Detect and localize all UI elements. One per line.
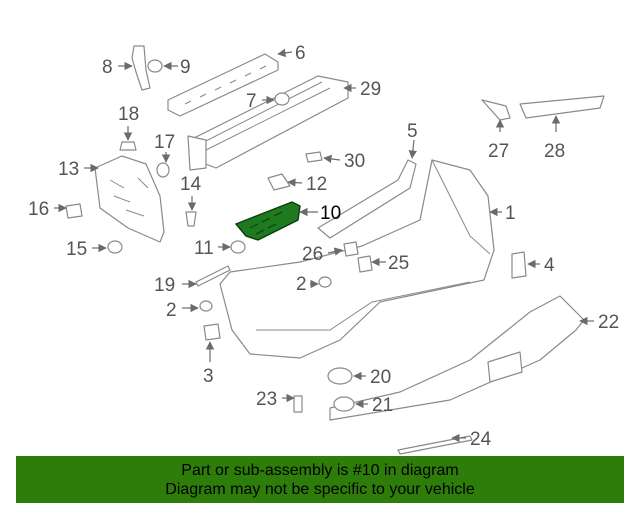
- part-7-bolt: [274, 92, 290, 106]
- part-14-push-pin: [185, 211, 197, 227]
- part-12-bracket: [267, 173, 291, 191]
- callout-5[interactable]: 5: [407, 121, 418, 142]
- part-info-banner: Part or sub-assembly is #10 in diagram D…: [16, 456, 624, 503]
- part-20-grommet: [327, 367, 353, 385]
- callout-11[interactable]: 11: [194, 238, 214, 259]
- part-1-bumper-cover: [219, 159, 495, 359]
- part-17-clip: [156, 162, 170, 178]
- callout-27[interactable]: 27: [488, 141, 509, 162]
- part-6-absorber: [167, 53, 279, 117]
- callout-26[interactable]: 26: [302, 244, 323, 265]
- callout-4[interactable]: 4: [544, 255, 555, 276]
- callout-19[interactable]: 19: [154, 275, 175, 296]
- callout-8[interactable]: 8: [102, 57, 113, 78]
- callout-15[interactable]: 15: [66, 239, 87, 260]
- callout-23[interactable]: 23: [256, 389, 277, 410]
- part-10-guide-bracket[interactable]: [234, 201, 301, 241]
- part-9-clip: [147, 59, 163, 73]
- callout-14[interactable]: 14: [180, 174, 202, 195]
- part-19-strip: [195, 265, 231, 287]
- callout-13[interactable]: 13: [58, 159, 79, 180]
- callout-17[interactable]: 17: [154, 132, 175, 153]
- callout-18[interactable]: 18: [118, 104, 139, 125]
- callout-labels: 1 2 2 3 4 5 6 7 8 9 10 11 12 13 14 15 16…: [28, 43, 619, 450]
- callout-6[interactable]: 6: [295, 43, 306, 64]
- part-30-bolt: [305, 151, 323, 163]
- callout-9[interactable]: 9: [180, 57, 191, 78]
- part-11-nut: [230, 240, 246, 254]
- part-13-side-bracket: [94, 155, 165, 243]
- callout-3[interactable]: 3: [203, 366, 214, 387]
- callout-2-left[interactable]: 2: [166, 300, 177, 321]
- callout-16[interactable]: 16: [28, 199, 49, 220]
- part-2-screw-upper: [318, 276, 332, 288]
- callout-21[interactable]: 21: [372, 395, 393, 416]
- callout-25[interactable]: 25: [388, 253, 409, 274]
- callout-22[interactable]: 22: [598, 312, 619, 333]
- callout-10-highlighted[interactable]: 10: [320, 203, 341, 224]
- callout-30[interactable]: 30: [344, 151, 365, 172]
- callout-28[interactable]: 28: [544, 141, 565, 162]
- part-23-bolt: [293, 395, 303, 413]
- part-29-reinforcement: [187, 75, 349, 171]
- part-16-clip: [65, 203, 83, 219]
- part-24-trim: [397, 435, 473, 455]
- part-27-reflector: [481, 99, 511, 121]
- banner-line-part-number: Part or sub-assembly is #10 in diagram: [181, 462, 459, 479]
- part-4-clip: [511, 251, 527, 279]
- callout-7[interactable]: 7: [246, 91, 257, 112]
- callout-1[interactable]: 1: [505, 203, 516, 224]
- part-18-nut: [119, 141, 137, 151]
- callout-29[interactable]: 29: [360, 79, 381, 100]
- banner-line-disclaimer: Diagram may not be specific to your vehi…: [165, 481, 475, 498]
- part-25-clip: [357, 255, 373, 273]
- part-2-screw-lower: [199, 300, 213, 312]
- part-15-nut: [107, 240, 123, 254]
- part-5-trim: [317, 159, 417, 239]
- part-22-valance: [329, 295, 585, 421]
- callout-2-center[interactable]: 2: [296, 274, 307, 295]
- callout-leaders: [54, 48, 594, 443]
- callout-20[interactable]: 20: [370, 367, 391, 388]
- part-28-reflector: [519, 95, 605, 119]
- part-3-bracket: [203, 323, 221, 341]
- part-8-bracket: [131, 45, 151, 91]
- part-26-clip: [343, 241, 359, 257]
- callout-12[interactable]: 12: [306, 174, 327, 195]
- part-21-grommet: [333, 396, 355, 412]
- callout-24[interactable]: 24: [470, 429, 492, 450]
